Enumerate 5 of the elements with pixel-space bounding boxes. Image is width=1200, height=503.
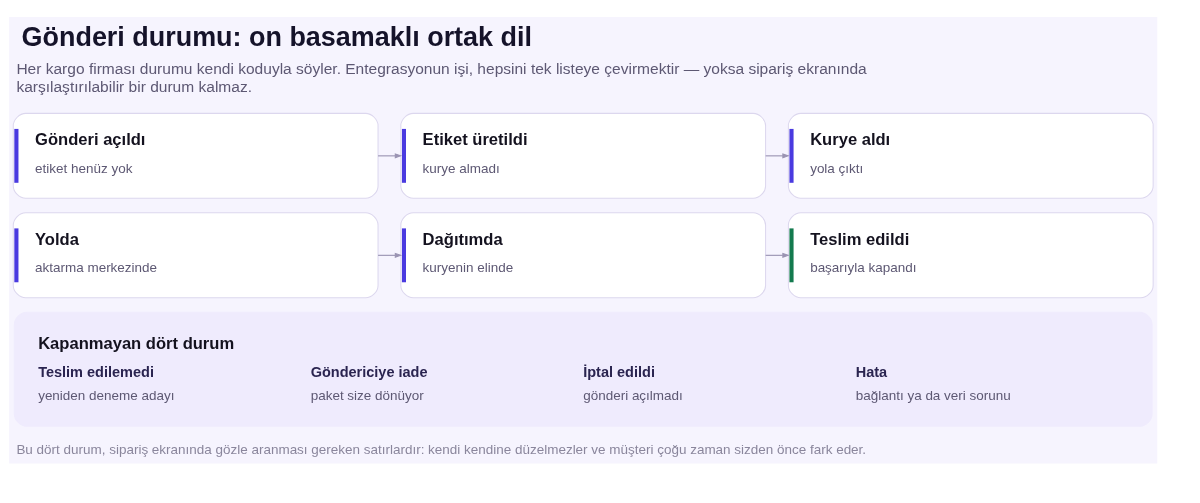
diagram-title: Gönderi durumu: on basamaklı ortak dil — [21, 21, 532, 52]
arrow — [377, 153, 403, 159]
label: Her kargo firması durumu kendi koduyla söyler. Entegrasyonun işi, hepsini tek listeye çevirmektir — yoksa sipariş ekranında karşılaştırılabilir bir durum kalmaz. — [16, 59, 867, 95]
arrow — [765, 153, 790, 159]
caption: Bu dört durum, sipariş ekranında gözle aranması gereken satırlardır: kendi kendine düzelmezler ve müşteri çoğu zaman sizden önce fark eder. — [16, 441, 867, 457]
